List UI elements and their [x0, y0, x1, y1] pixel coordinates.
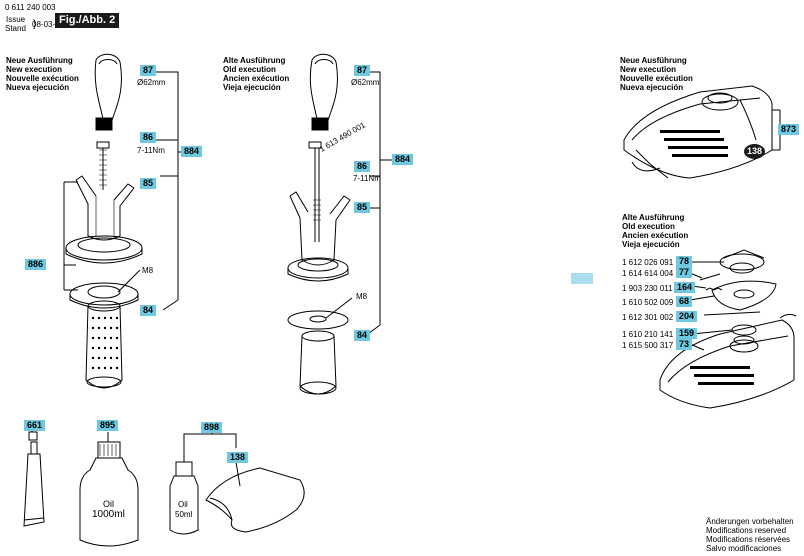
torque-left: 7-11Nm: [137, 146, 165, 155]
right-bottom-title-en: Old execution: [622, 222, 675, 231]
left-washer: [69, 269, 141, 309]
thread-middle: M8: [356, 292, 368, 301]
footer-notes: Änderungen vorbehalten Modifications res…: [706, 517, 794, 553]
left-bolt-86: [96, 141, 110, 190]
label-884-left: 884: [181, 146, 203, 157]
knob-78: [719, 249, 765, 274]
middle-grip-84: [299, 330, 337, 395]
right-top-cover-873: [623, 85, 788, 179]
label-87-left: 87: [140, 65, 157, 76]
label-661: 661: [24, 420, 46, 431]
part-number-2: 1 614 614 004: [622, 269, 674, 278]
label-898: 898: [201, 422, 223, 433]
middle-title-es: Vieja ejecución: [223, 83, 281, 92]
label-884-middle: 884: [392, 154, 414, 165]
right-top-cover-ribs: [660, 130, 728, 157]
label-86-middle: 86: [354, 161, 371, 172]
issue-date: 08-03-31: [32, 20, 65, 29]
part-ref-77: 77: [676, 267, 693, 278]
document-number: 0 611 240 003: [5, 3, 56, 12]
left-strap-87: [94, 53, 122, 131]
part-number-3: 1 903 230 011: [622, 284, 673, 293]
oil-bottle-895: [79, 432, 139, 547]
right-top-title-fr: Nouvelle exécution: [620, 74, 693, 83]
label-873: 873: [778, 124, 800, 135]
middle-bolt-86: [308, 141, 322, 242]
label-84-left: 84: [140, 305, 157, 316]
left-grip-84: [85, 300, 123, 389]
left-title-de: Neue Ausführung: [6, 56, 73, 65]
middle-title-de: Alte Ausführung: [223, 56, 286, 65]
right-top-title-en: New execution: [620, 65, 677, 74]
middle-washer: [287, 297, 353, 330]
label-85-left: 85: [140, 178, 157, 189]
color-swatch: [571, 273, 593, 284]
big-bottle-volume: 1000ml: [92, 509, 125, 520]
note-en: Modifications reserved: [706, 526, 787, 535]
kit-bracket: [183, 433, 237, 448]
figure-badge: Fig./Abb. 2: [55, 13, 120, 28]
left-grip-texture: [91, 316, 119, 370]
brace-glyph: }: [33, 19, 37, 30]
part-ref-159: 159: [676, 328, 698, 339]
middle-strap-87: [309, 53, 338, 131]
label-138-cloth: 138: [227, 452, 249, 463]
right-bottom-title-es: Vieja ejecución: [622, 240, 680, 249]
part-number-5: 1 612 301 002: [622, 313, 674, 322]
right-top-title-de: Neue Ausführung: [620, 56, 687, 65]
note-de: Änderungen vorbehalten: [706, 517, 794, 526]
label-84-middle: 84: [354, 330, 371, 341]
small-bottle-volume: 50ml: [175, 510, 193, 519]
thread-left: M8: [142, 266, 154, 275]
part-ref-204: 204: [676, 311, 698, 322]
left-body-85: [75, 175, 135, 241]
middle-guard-disc: [287, 257, 349, 282]
label-138-top: 138: [744, 144, 766, 159]
right-top-title-es: Nueva ejecución: [620, 83, 684, 92]
left-guard-disc: [65, 235, 143, 264]
diameter-left: Ø62mm: [137, 78, 166, 87]
right-bottom-cover-73: [659, 313, 797, 409]
label-85-middle: 85: [354, 202, 371, 213]
pin-77: [699, 273, 721, 281]
part-number-1: 1 612 026 091: [622, 258, 674, 267]
part-ref-164: 164: [674, 282, 696, 293]
right-bottom-title-fr: Ancien exécution: [622, 231, 689, 240]
grease-tube-661: [23, 424, 45, 527]
part-number-6: 1 610 210 141: [622, 330, 674, 339]
part-ref-78: 78: [676, 256, 693, 267]
left-title-es: Nueva ejecución: [6, 83, 70, 92]
issue-label: Issue: [6, 15, 26, 24]
cleaning-cloth-138: [205, 461, 305, 533]
left-title-en: New execution: [6, 65, 63, 74]
torque-middle: 7-11Nm: [353, 174, 381, 183]
part-number-4: 1 610 502 009: [622, 298, 674, 307]
plate-68: [711, 280, 777, 311]
small-oil-bottle: [169, 461, 199, 535]
middle-title-en: Old execution: [223, 65, 276, 74]
big-bottle-oil: Oil: [103, 499, 114, 509]
diameter-middle: Ø62mm: [351, 78, 380, 87]
note-fr: Modifications réservées: [706, 535, 791, 544]
label-895: 895: [97, 420, 119, 431]
label-886-left: 886: [25, 259, 47, 270]
middle-body-85: [289, 191, 351, 266]
part-number-7: 1 615 500 317: [622, 341, 674, 350]
note-es: Salvo modificaciones: [706, 544, 782, 553]
middle-title-fr: Ancien exécution: [223, 74, 290, 83]
part-ref-73: 73: [676, 339, 693, 350]
part-ref-68: 68: [676, 296, 693, 307]
label-87-middle: 87: [354, 65, 371, 76]
left-title-fr: Nouvelle exécution: [6, 74, 79, 83]
label-86-left: 86: [140, 132, 157, 143]
small-bottle-oil: Oil: [178, 500, 188, 509]
right-bottom-cover-ribs: [690, 366, 754, 385]
stand-label: Stand: [5, 24, 26, 33]
right-bottom-title-de: Alte Ausführung: [622, 213, 685, 222]
spring-164: [705, 287, 723, 291]
